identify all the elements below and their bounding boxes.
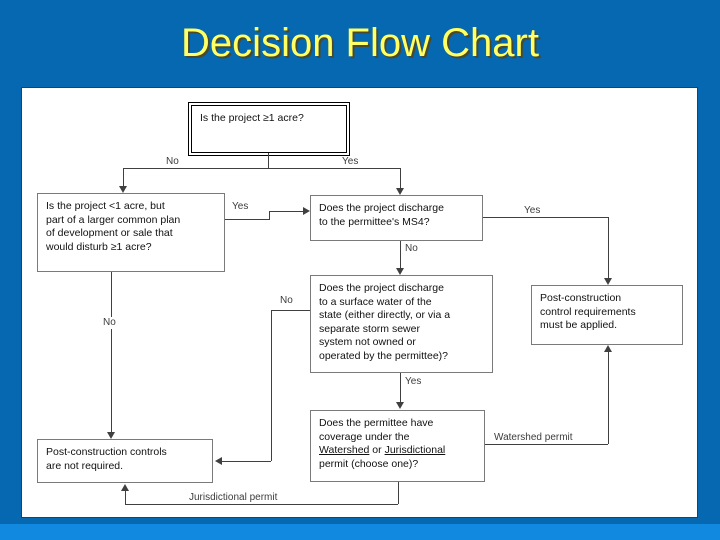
edge-label-n4-no: No <box>278 295 295 307</box>
node-n2-line4: would disturb ≥1 acre? <box>46 240 152 253</box>
edge-n3-no-v <box>400 241 401 268</box>
node-n5-conjunction: or <box>369 444 385 456</box>
edge-n4-yes-arrow <box>396 402 404 409</box>
node-n6-line3: must be applied. <box>540 319 618 331</box>
node-n2-line1: Is the project <1 acre, but <box>46 200 165 212</box>
edge-label-n3-yes: Yes <box>522 205 543 217</box>
edge-n1-no-arrow <box>119 186 127 193</box>
edge-n4-no-h2 <box>222 461 271 462</box>
edge-n4-no-v <box>271 310 272 461</box>
edge-n2-yes-h2 <box>269 211 303 212</box>
edge-n1-stem <box>268 153 269 168</box>
node-post-construction-not-required[interactable]: Post-construction controls are not requi… <box>37 439 213 483</box>
edge-n2-yes-v <box>269 211 270 220</box>
edge-label-n4-yes: Yes <box>403 376 424 388</box>
edge-n1-yes-leg <box>400 168 401 188</box>
edge-n2-yes-h1 <box>225 219 269 220</box>
edge-n3-yes-h <box>483 217 608 218</box>
node-n2-line2: part of a larger common plan <box>46 213 181 226</box>
edge-n2-no-arrow <box>107 432 115 439</box>
node-is-project-ge-1-acre[interactable]: Is the project ≥1 acre? <box>191 105 347 153</box>
edge-label-n3-no: No <box>403 243 420 255</box>
node-n5-line1: Does the permittee have <box>319 417 434 429</box>
node-n3-line1: Does the project discharge <box>319 202 444 214</box>
node-n4-line1: Does the project discharge <box>319 282 444 294</box>
edge-n3-yes-arrow <box>604 278 612 285</box>
edge-n2-no-spine <box>111 272 112 432</box>
edge-n4-yes-v <box>400 373 401 402</box>
edge-n4-no-h1 <box>271 310 310 311</box>
edge-n2-yes-arrow <box>303 207 310 215</box>
node-n3-line2: to the permittee's MS4? <box>319 215 430 228</box>
watershed-permit-link[interactable]: Watershed <box>319 444 370 456</box>
flowchart-panel: Is the project ≥1 acre? Is the project <… <box>21 87 698 518</box>
edge-label-n1-no: No <box>164 156 181 168</box>
edge-n5-jp-h <box>125 504 398 505</box>
edge-n1-no-leg <box>123 168 124 186</box>
edge-n3-yes-v <box>608 217 609 278</box>
node-n2-line3: of development or sale that <box>46 227 173 239</box>
node-is-project-lt-1-acre-common-plan[interactable]: Is the project <1 acre, but part of a la… <box>37 193 225 272</box>
jurisdictional-permit-link[interactable]: Jurisdictional <box>384 444 446 456</box>
edge-n5-ws-v <box>608 352 609 444</box>
edge-n5-jp-v2 <box>125 491 126 504</box>
node-post-construction-required[interactable]: Post-construction control requirements m… <box>531 285 683 345</box>
edge-label-n2-no: No <box>101 317 118 329</box>
node-n4-line4: separate storm sewer <box>319 322 420 335</box>
node-n4-line5: system not owned or <box>319 336 416 348</box>
node-discharge-to-ms4[interactable]: Does the project discharge to the permit… <box>310 195 483 241</box>
node-n6-line1: Post-construction <box>540 292 622 304</box>
page-title: Decision Flow Chart <box>181 21 539 65</box>
node-discharge-to-surface-water[interactable]: Does the project discharge to a surface … <box>310 275 493 373</box>
node-n4-line6: operated by the permittee)? <box>319 349 448 362</box>
node-n5-line2: coverage under the <box>319 430 410 443</box>
node-n5-line3: Watershed or Jurisdictional <box>319 444 477 458</box>
node-n7-line1: Post-construction controls <box>46 446 167 458</box>
bottom-accent-strip <box>0 524 720 540</box>
edge-n1-yes-arrow <box>396 188 404 195</box>
edge-n1-split-bus <box>123 168 400 169</box>
edge-n4-no-arrow <box>215 457 222 465</box>
node-n4-line2: to a surface water of the <box>319 295 432 308</box>
node-n5-line4: permit (choose one)? <box>319 457 419 470</box>
edge-n3-no-arrow <box>396 268 404 275</box>
edge-label-watershed-permit: Watershed permit <box>492 432 575 444</box>
edge-n5-jp-arrow <box>121 484 129 491</box>
edge-n5-ws-h <box>485 444 608 445</box>
edge-label-n2-yes: Yes <box>230 201 251 213</box>
node-n7-line2: are not required. <box>46 459 124 472</box>
edge-label-n1-yes: Yes <box>340 156 361 168</box>
node-n6-line2: control requirements <box>540 305 636 318</box>
node-permit-coverage[interactable]: Does the permittee have coverage under t… <box>310 410 485 482</box>
edge-label-jurisdictional-permit: Jurisdictional permit <box>187 492 280 504</box>
edge-n5-jp-v1 <box>398 482 399 504</box>
node-n4-line3: state (either directly, or via a <box>319 309 451 321</box>
node-n1-line1: Is the project ≥1 acre? <box>200 112 304 124</box>
edge-n5-ws-arrow <box>604 345 612 352</box>
